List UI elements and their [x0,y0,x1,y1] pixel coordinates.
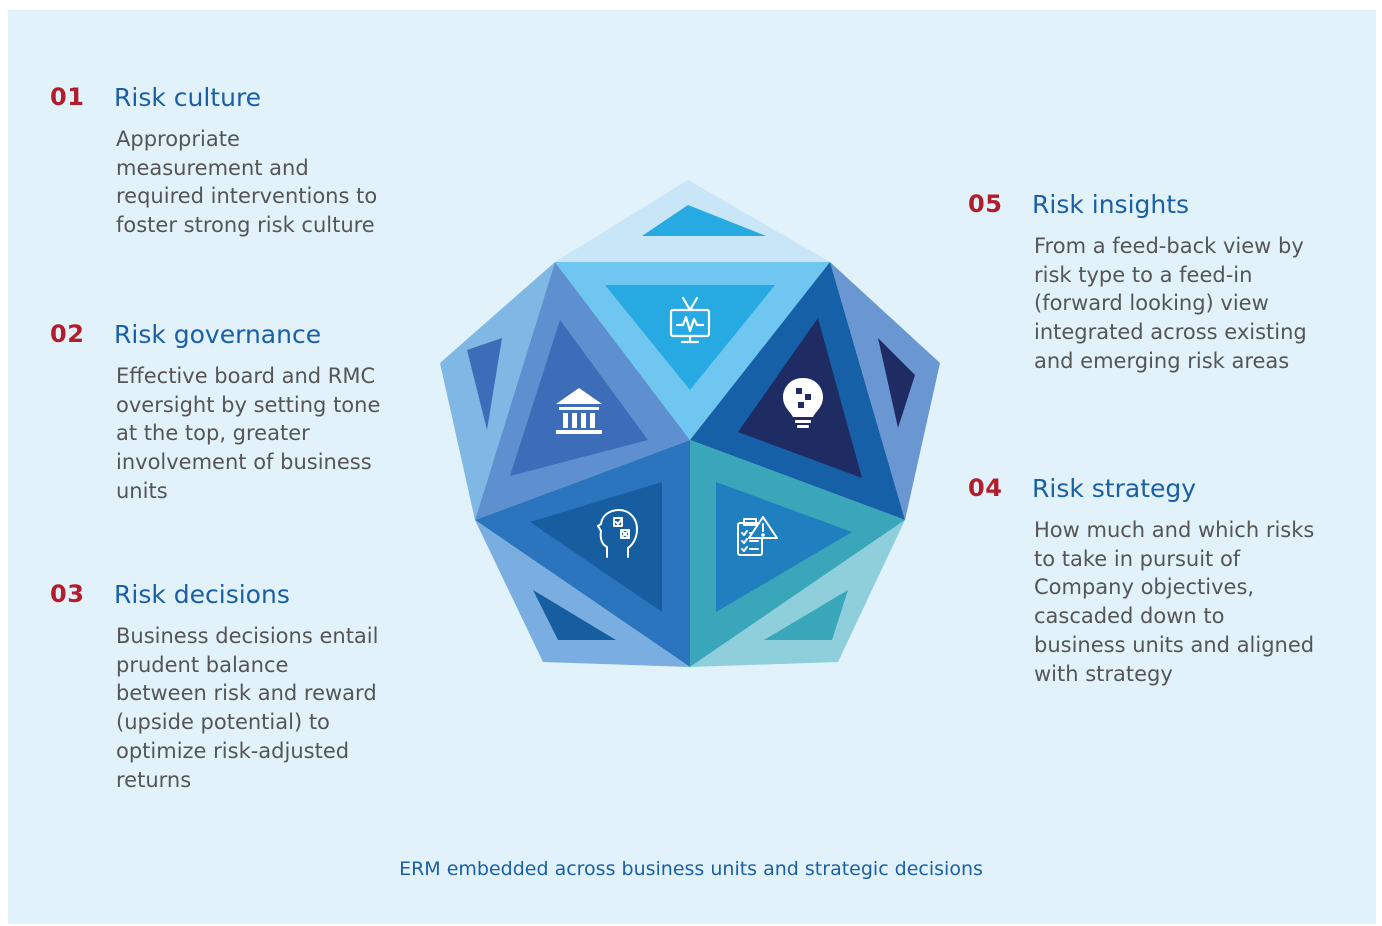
description-line: and emerging risk areas [1034,348,1290,373]
description-line: returns [116,767,192,792]
description-line: Effective board and RMC [116,364,376,388]
lower-left-outer-face [475,520,690,667]
strategy-inner-triangle [716,482,852,612]
description-line: (upside potential) to [116,710,330,735]
description-line: Company objectives, [1034,575,1255,600]
description-line: How much and which risks [1034,518,1315,542]
item-description: Business decisions entail prudent balanc… [116,622,378,794]
description-line: units [116,478,168,503]
description-line: business units and aligned [1034,632,1315,657]
monitor-pulse-icon [669,296,711,344]
description-line: oversight by setting tone [116,392,381,417]
item-description: From a feed-back view by risk type to a … [1034,232,1307,376]
item-description: How much and which risks to take in purs… [1034,516,1314,688]
item-number: 01 [50,83,85,111]
description-line: cascaded down to [1034,604,1225,629]
upper-right-outer-triangle [878,338,915,428]
item-description: Appropriate measurement and required int… [116,125,377,240]
description-line: between risk and reward [116,681,377,706]
description-line: Appropriate [116,127,240,151]
item-risk-strategy: 04 Risk strategy How much and which risk… [968,474,1348,694]
description-line: Business decisions entail [116,624,379,648]
description-line: with strategy [1034,661,1173,686]
item-title: Risk culture [114,83,262,112]
description-line: risk type to a feed-in [1034,262,1253,287]
description-line: required interventions to [116,184,378,209]
lower-right-outer-face [690,520,905,667]
description-line: (forward looking) view [1034,291,1269,316]
description-line: prudent balance [116,652,289,677]
item-title: Risk strategy [1032,474,1197,503]
item-number: 05 [968,190,1003,218]
upper-left-outer-face [440,262,555,520]
item-number: 02 [50,320,85,348]
item-number: 04 [968,474,1003,502]
item-risk-culture: 01 Risk culture Appropriate measurement … [50,83,410,253]
item-risk-insights: 05 Risk insights From a feed-back view b… [968,190,1348,380]
description-line: to take in pursuit of [1034,546,1241,571]
description-line: measurement and [116,155,309,180]
lightbulb-puzzle-icon [783,378,823,428]
decisions-inner-triangle [530,482,662,612]
upper-left-outer-triangle [467,338,502,430]
item-risk-governance: 02 Risk governance Effective board and R… [50,320,410,510]
item-title: Risk governance [114,320,322,349]
item-risk-decisions: 03 Risk decisions Business decisions ent… [50,580,410,800]
description-line: foster strong risk culture [116,213,375,238]
upper-right-outer-face [830,262,940,520]
description-line: involvement of business [116,450,372,475]
description-line: at the top, greater [116,421,310,446]
head-checklist-icon [597,509,638,558]
item-title: Risk insights [1032,190,1190,219]
item-number: 03 [50,580,85,608]
lower-left-outer-triangle [533,590,616,640]
description-line: integrated across existing [1034,320,1307,345]
government-building-icon [556,388,602,434]
description-line: optimize risk-adjusted [116,738,350,763]
description-line: From a feed-back view by [1034,234,1304,258]
lower-right-outer-triangle [764,590,848,640]
item-description: Effective board and RMC oversight by set… [116,362,380,506]
top-cap-triangle [642,205,766,236]
clipboard-warning-icon [737,516,778,556]
item-title: Risk decisions [114,580,290,609]
footer-caption: ERM embedded across business units and s… [399,858,983,880]
